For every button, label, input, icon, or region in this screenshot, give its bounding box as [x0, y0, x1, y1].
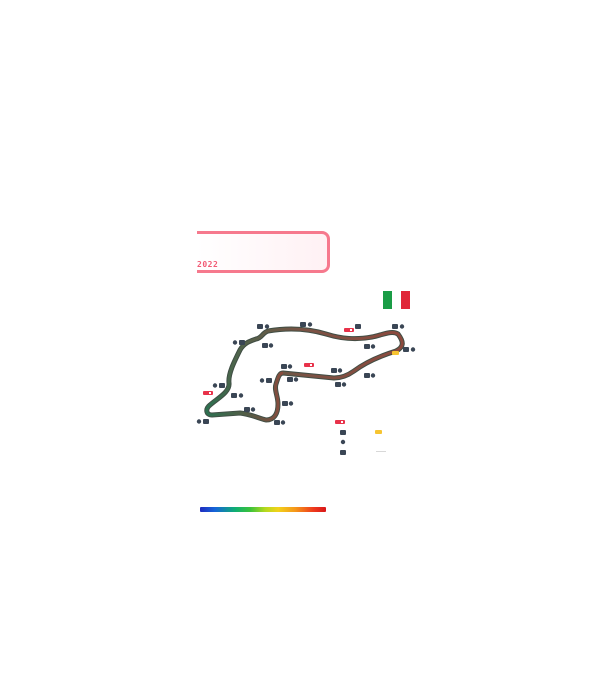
corner-marker-icon — [281, 364, 293, 369]
title-card: 2022 — [197, 231, 330, 273]
corner-marker-icon — [335, 382, 347, 387]
corner-marker-icon — [196, 419, 209, 424]
corner-marker-icon — [244, 407, 256, 412]
drs-marker-details — [209, 329, 352, 423]
corner-marker-icon — [364, 344, 376, 349]
corner-marker-icon — [232, 340, 245, 345]
corner-marker-icon — [355, 324, 361, 329]
legend — [340, 430, 346, 455]
corner-marker-icon — [392, 324, 405, 329]
corner-marker-icon — [403, 347, 416, 352]
drs-zone-icon — [335, 420, 345, 424]
corner-markers — [196, 322, 416, 425]
corner-marker-icon — [259, 378, 272, 383]
legend-tag-icon — [340, 450, 346, 455]
flag-stripe-white — [392, 291, 401, 309]
corner-marker-icon — [331, 368, 343, 373]
speed-color-scale — [200, 507, 326, 512]
legend-dot-icon — [340, 439, 346, 445]
corner-marker-icon — [262, 343, 274, 348]
corner-marker-icon — [212, 383, 225, 388]
corner-marker-icon — [282, 401, 294, 406]
sector-marker-icon — [375, 430, 382, 434]
corner-marker-icon — [257, 324, 270, 329]
drs-zone-icon — [304, 363, 314, 367]
legend-line — [376, 451, 386, 452]
legend-corner-icon — [340, 430, 346, 435]
italy-flag-icon — [383, 291, 410, 309]
corner-marker-icon — [300, 322, 313, 327]
corner-marker-icon — [364, 373, 376, 378]
drs-zone-icon — [203, 391, 213, 395]
sector-marker-icon — [392, 351, 399, 355]
corner-marker-icon — [287, 377, 299, 382]
corner-marker-icon — [274, 420, 286, 425]
flag-stripe-red — [401, 291, 410, 309]
season-year: 2022 — [197, 260, 219, 269]
corner-marker-icon — [231, 393, 244, 398]
track-slow-section — [205, 371, 284, 422]
flag-stripe-green — [383, 291, 392, 309]
drs-zone-icon — [344, 328, 354, 332]
